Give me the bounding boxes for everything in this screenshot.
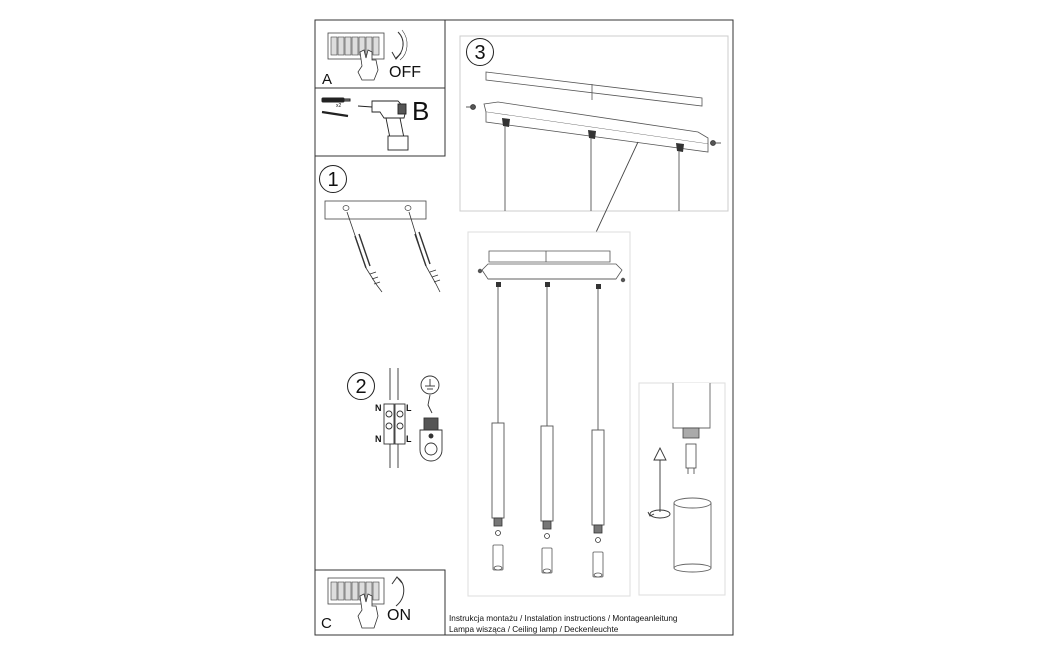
ground-connector-icon bbox=[419, 417, 443, 462]
wire-n-top: N bbox=[375, 403, 382, 413]
panel-c-letter: C bbox=[321, 615, 332, 632]
lamp-canopy-icon bbox=[477, 250, 626, 283]
hand-icon bbox=[357, 49, 379, 81]
panel-c-state: ON bbox=[387, 607, 411, 624]
wire-l-top: L bbox=[406, 403, 412, 413]
bulb-icon bbox=[492, 544, 604, 578]
pendant-cable bbox=[497, 287, 599, 430]
arrow-down-icon bbox=[391, 29, 408, 61]
anchor-count-note: x2 bbox=[336, 103, 342, 109]
mounting-hole-icon bbox=[342, 205, 412, 211]
panel-b-letter: B bbox=[412, 96, 430, 126]
fixing-screw-icon bbox=[466, 104, 721, 146]
step-2-marker: 2 bbox=[347, 372, 375, 400]
wire-l-bottom: L bbox=[406, 434, 412, 444]
arrow-up-icon bbox=[653, 446, 667, 512]
wall-plug-icon bbox=[321, 97, 351, 118]
arrow-up-icon bbox=[391, 576, 405, 607]
ceiling-bracket-icon bbox=[483, 71, 709, 153]
step-1-marker: 1 bbox=[319, 165, 347, 193]
gu10-socket-icon bbox=[493, 517, 603, 543]
ground-symbol-icon bbox=[420, 375, 440, 414]
panel-a-letter: A bbox=[322, 71, 333, 88]
hand-icon bbox=[357, 593, 379, 629]
panel-a-switch-off bbox=[314, 19, 446, 89]
breaker-box-icon bbox=[327, 577, 385, 605]
breaker-box-icon bbox=[327, 32, 385, 60]
gu10-bulb-icon bbox=[682, 427, 700, 474]
canopy-socket-icon bbox=[502, 118, 684, 152]
step2-drawing bbox=[383, 368, 443, 468]
panel-c-switch-on bbox=[314, 569, 446, 636]
suspension-cable bbox=[504, 126, 680, 211]
step-3-marker: 3 bbox=[466, 38, 494, 66]
step1-drawing bbox=[324, 200, 441, 293]
terminal-block-icon bbox=[383, 368, 406, 468]
footer-title-line2: Lampa wisząca / Ceiling lamp / Deckenleu… bbox=[449, 625, 619, 634]
footer-title-line1: Instrukcja montażu / Instalation instruc… bbox=[449, 614, 678, 623]
drill-icon bbox=[357, 100, 409, 151]
lamp-assembly-panel bbox=[467, 231, 631, 597]
rotate-icon bbox=[647, 509, 671, 519]
panel-b-tools bbox=[314, 87, 446, 157]
panel-a-state: OFF bbox=[389, 64, 421, 81]
screw-anchor-icon bbox=[346, 211, 441, 293]
tube-bottom-icon bbox=[673, 497, 712, 573]
step3-detail-panel bbox=[459, 35, 729, 257]
tube-top-icon bbox=[672, 383, 711, 429]
cable-grip-icon bbox=[496, 282, 601, 289]
wire-n-bottom: N bbox=[375, 434, 382, 444]
bulb-detail-panel bbox=[638, 382, 726, 596]
